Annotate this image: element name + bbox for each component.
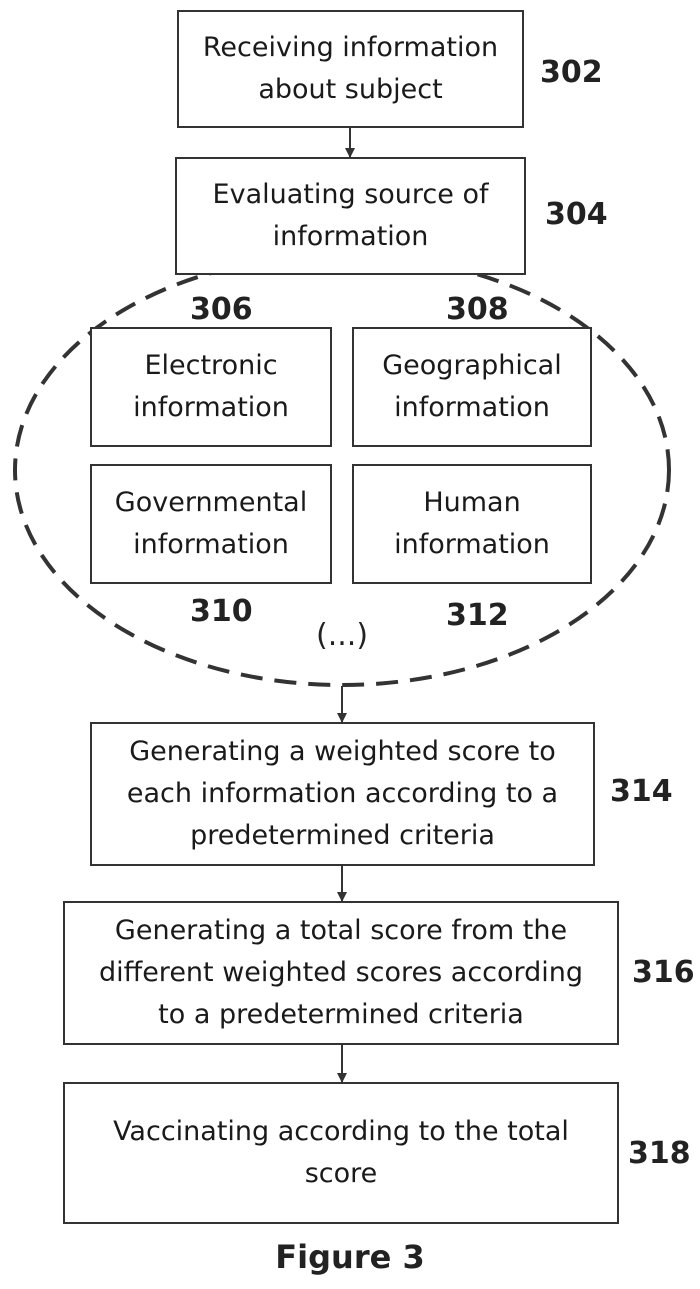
source-geographical-line-1: Geographical [382, 350, 562, 381]
step-314-line-1: Generating a weighted score to [129, 736, 556, 767]
ref-314: 314 [610, 774, 673, 809]
source-human-line-1: Human [423, 487, 521, 518]
source-governmental-line-2: information [133, 529, 289, 560]
ref-312: 312 [446, 598, 509, 633]
source-human-box: Human information [352, 464, 592, 584]
source-geographical-box: Geographical information [352, 327, 592, 447]
source-governmental-line-1: Governmental [114, 487, 308, 518]
source-electronic-line-2: information [133, 392, 289, 423]
step-318-box: Vaccinating according to the total score [63, 1082, 619, 1224]
step-316-box: Generating a total score from the differ… [63, 901, 619, 1045]
step-314-line-3: predetermined criteria [190, 820, 495, 851]
ref-304: 304 [545, 197, 608, 232]
step-316-line-2: different weighted scores according [98, 957, 584, 988]
step-316-line-1: Generating a total score from the [114, 915, 568, 946]
step-304-line-1: Evaluating source of [212, 179, 489, 210]
step-302-line-2: about subject [258, 74, 443, 105]
source-geographical-line-2: information [394, 392, 550, 423]
step-314-box: Generating a weighted score to each info… [90, 722, 595, 866]
ref-310: 310 [190, 594, 253, 629]
step-314-line-2: each information according to a [126, 778, 559, 809]
step-302-line-1: Receiving information [202, 32, 499, 63]
step-304-box: Evaluating source of information [175, 157, 526, 275]
step-318-line-2: score [304, 1158, 378, 1189]
figure-caption: Figure 3 [275, 1238, 425, 1276]
source-human-line-2: information [394, 529, 550, 560]
source-governmental-box: Governmental information [90, 464, 332, 584]
ref-306: 306 [190, 292, 253, 327]
ref-302: 302 [540, 55, 603, 90]
step-304-line-2: information [272, 221, 429, 252]
ref-316: 316 [632, 955, 695, 990]
step-318-line-1: Vaccinating according to the total [113, 1116, 569, 1147]
source-electronic-line-1: Electronic [144, 350, 278, 381]
ref-308: 308 [446, 292, 509, 327]
more-sources-ellipsis: (...) [316, 618, 369, 653]
step-302-box: Receiving information about subject [177, 10, 524, 128]
source-electronic-box: Electronic information [90, 327, 332, 447]
ref-318: 318 [628, 1136, 691, 1171]
source-group-dashed-ellipse [13, 253, 671, 687]
step-316-line-3: to a predetermined criteria [158, 999, 524, 1030]
